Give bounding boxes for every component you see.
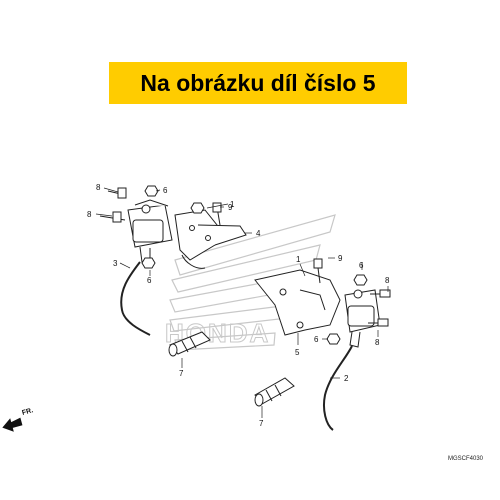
callout-9: 9 [338, 254, 343, 263]
callout-7: 7 [259, 419, 264, 428]
callout-1: 1 [230, 200, 235, 209]
callout-9: 9 [228, 203, 233, 212]
nut-upper-1 [141, 185, 205, 269]
diagram-code: MGSCF4030 [448, 456, 484, 462]
bolt-upper-1 [107, 187, 127, 199]
callout-8: 8 [385, 276, 390, 285]
spark-plug-cap-lower [254, 377, 295, 407]
callout-6: 6 [147, 276, 152, 285]
ignition-coil-upper [127, 199, 173, 265]
lower-fasteners [313, 258, 391, 345]
callout-6: 6 [163, 186, 168, 195]
callout-5: 5 [295, 348, 300, 357]
callout-8: 8 [375, 338, 380, 347]
upper-bracket [174, 209, 247, 261]
forward-arrow-icon [2, 417, 23, 432]
callout-4: 4 [256, 229, 261, 238]
callout-8: 8 [87, 210, 92, 219]
spark-plug-cap-upper [168, 331, 211, 357]
bolt-upper-2 [99, 211, 126, 223]
callout-6: 6 [314, 335, 319, 344]
part-number-banner: Na obrázku díl číslo 5 [109, 62, 407, 104]
upper-coil-wire [120, 261, 151, 336]
bolt-upper-9 [212, 202, 222, 226]
bracket-part-5 [254, 269, 341, 336]
lower-coil-wire [323, 345, 353, 431]
callout-7: 7 [179, 369, 184, 378]
callout-1: 1 [296, 255, 301, 264]
direction-label: FR. [21, 407, 34, 417]
callout-3: 3 [113, 259, 118, 268]
callout-2: 2 [344, 374, 349, 383]
callout-8: 8 [96, 183, 101, 192]
bracket-hook [181, 254, 206, 269]
leader-lines [95, 187, 389, 418]
callout-6: 6 [359, 261, 364, 270]
